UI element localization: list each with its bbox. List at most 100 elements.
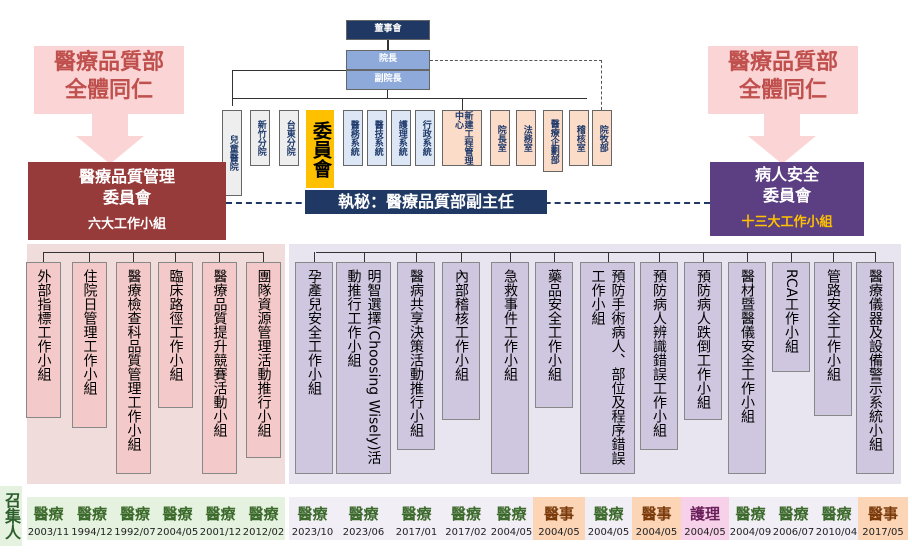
right-group-box: 急救事件工作小組 <box>491 262 529 474</box>
convener-cell: 醫療 2004/09 <box>729 497 772 540</box>
right-group-label: 急救事件工作小組 <box>502 269 518 381</box>
convener-date: 2006/07 <box>772 527 815 538</box>
convener-date: 2004/05 <box>684 527 726 538</box>
convener-cell: 護理 2004/05 <box>681 497 729 540</box>
convener-cell: 醫療 2004/05 <box>156 497 199 540</box>
right-group-box: 預防手術病人、部位及程序錯誤工作小組 <box>580 262 635 474</box>
convener-dept: 醫療 <box>348 505 379 523</box>
quality-committee-box: 醫療品質管理 委員會 六大工作小組 <box>28 162 226 240</box>
convener-dept: 醫療 <box>735 505 766 523</box>
right-group-box: 內部稽核工作小組 <box>442 262 480 420</box>
right-group-label: 預防病人辨識錯誤工作小組 <box>651 269 667 437</box>
convener-dept: 醫療 <box>76 505 107 523</box>
left-banner: 醫療品質部 全體同仁 <box>34 46 184 114</box>
convener-dept: 醫療 <box>33 505 64 523</box>
vice-president-box: 副院長 <box>346 70 430 90</box>
convener-date: 2004/05 <box>156 527 199 538</box>
unit-chaplain-dept: 院牧部 <box>592 110 612 166</box>
right-group-box: 預防病人辨識錯誤工作小組 <box>640 262 678 450</box>
left-group-label: 臨床路徑工作小組 <box>167 269 184 381</box>
left-arrow-icon <box>76 114 144 164</box>
quality-committee-title: 醫療品質管理 委員會 <box>78 167 175 207</box>
convener-cell: 醫療 2023/10 <box>289 497 336 540</box>
convener-dept: 醫療 <box>248 505 279 523</box>
safety-committee-title: 病人安全 委員會 <box>754 165 819 205</box>
convener-dept: 醫療 <box>821 505 852 523</box>
left-group-box: 醫療品質提升競賽活動小組 <box>202 262 237 474</box>
convener-dept: 醫事 <box>543 505 574 523</box>
right-arrow-icon <box>748 114 816 164</box>
left-group-box: 外部指標工作小組 <box>26 262 61 418</box>
unit-president-office: 院長室 <box>490 110 510 166</box>
right-group-box: 明智選擇(Choosing Wisely)活動推行工作小組 <box>336 262 391 474</box>
convener-date: 2017/01 <box>395 527 438 538</box>
right-group-box: 孕產兒安全工作小組 <box>295 262 333 474</box>
left-group-box: 團隊資源管理活動推行小組 <box>246 262 281 458</box>
convener-date: 2023/10 <box>291 527 334 538</box>
convener-dept: 醫事 <box>867 505 898 523</box>
convener-date: 2004/05 <box>635 527 678 538</box>
convener-date: 2004/09 <box>729 527 772 538</box>
convener-cell: 醫療 2017/02 <box>442 497 490 540</box>
quality-committee-sub: 六大工作小組 <box>87 217 166 232</box>
left-group-box: 醫療檢查科品質管理工作小組 <box>116 262 151 474</box>
right-group-label: 藥品安全工作小組 <box>546 269 562 381</box>
convener-date: 2004/05 <box>490 527 533 538</box>
vice-president-label: 副院長 <box>374 74 402 85</box>
left-group-label: 醫療檢查科品質管理工作小組 <box>125 269 142 451</box>
convener-label: 召集人 <box>0 486 22 546</box>
convener-dept: 醫療 <box>450 505 481 523</box>
right-group-box: 預防病人跌倒工作小組 <box>684 262 722 420</box>
right-group-box: 醫病共享決策活動推行小組 <box>397 262 435 450</box>
left-group-box: 臨床路徑工作小組 <box>158 262 193 408</box>
convener-date: 2001/12 <box>199 527 242 538</box>
president-label: 院長 <box>378 54 397 65</box>
convener-dept: 醫療 <box>162 505 193 523</box>
right-banner: 醫療品質部 全體同仁 <box>708 46 858 114</box>
left-groups-panel <box>27 244 285 484</box>
right-group-label: RCA工作小組 <box>783 269 799 354</box>
convener-dept: 醫療 <box>778 505 809 523</box>
convener-date: 1992/07 <box>114 527 156 538</box>
left-group-label: 醫療品質提升競賽活動小組 <box>211 269 228 437</box>
unit-taitung-branch: 台東分院 <box>279 110 299 166</box>
convener-dept: 醫療 <box>401 505 432 523</box>
convener-cell: 醫療 2001/12 <box>199 497 242 540</box>
right-group-box: 醫材暨醫儀安全工作小組 <box>728 262 766 474</box>
secretary-label: 執秘：醫療品質部副主任 <box>305 190 547 214</box>
right-group-label: 孕產兒安全工作小組 <box>306 269 322 395</box>
left-group-label: 團隊資源管理活動推行小組 <box>255 269 272 437</box>
left-group-label: 住院日管理工作小組 <box>81 269 98 395</box>
right-group-box: 醫療儀器及設備警示系統小組 <box>856 262 894 474</box>
convener-dept: 醫事 <box>641 505 672 523</box>
unit-admin-system: 行政系統 <box>415 110 435 166</box>
convener-date: 2004/05 <box>587 527 630 538</box>
right-group-label: 預防手術病人、部位及程序錯誤工作小組 <box>589 269 626 465</box>
right-group-label: 內部稽核工作小組 <box>453 269 469 381</box>
unit-construction-center: 新建工程管理中心 <box>442 110 482 166</box>
left-group-label: 外部指標工作小組 <box>35 269 52 381</box>
right-group-label: 醫病共享決策活動推行小組 <box>408 269 424 437</box>
convener-dept: 醫療 <box>297 505 328 523</box>
right-group-label: 醫療儀器及設備警示系統小組 <box>867 269 883 451</box>
safety-committee-box: 病人安全 委員會 十三大工作小組 <box>710 162 864 236</box>
convener-dept: 醫療 <box>205 505 236 523</box>
right-group-label: 醫材暨醫儀安全工作小組 <box>739 269 755 423</box>
convener-date: 2004/05 <box>538 527 580 538</box>
convener-dept: 護理 <box>689 505 720 523</box>
unit-medical-system: 醫務系統 <box>343 110 363 166</box>
unit-planning-dept: 醫療企劃部 <box>543 110 563 172</box>
right-group-label: 明智選擇(Choosing Wisely)活動推行工作小組 <box>345 269 382 465</box>
safety-committee-sub: 十三大工作小組 <box>741 215 833 230</box>
convener-date: 2017/02 <box>445 527 487 538</box>
convener-date: 1994/12 <box>71 527 113 538</box>
right-group-label: 預防病人跌倒工作小組 <box>695 269 711 409</box>
unit-audit-office: 稽核室 <box>569 110 589 166</box>
convener-cell: 醫療 2010/04 <box>815 497 858 540</box>
convener-date: 2010/04 <box>815 527 858 538</box>
unit-hsinchu-branch: 新竹分院 <box>250 110 270 166</box>
board-label: 董事會 <box>374 24 402 35</box>
